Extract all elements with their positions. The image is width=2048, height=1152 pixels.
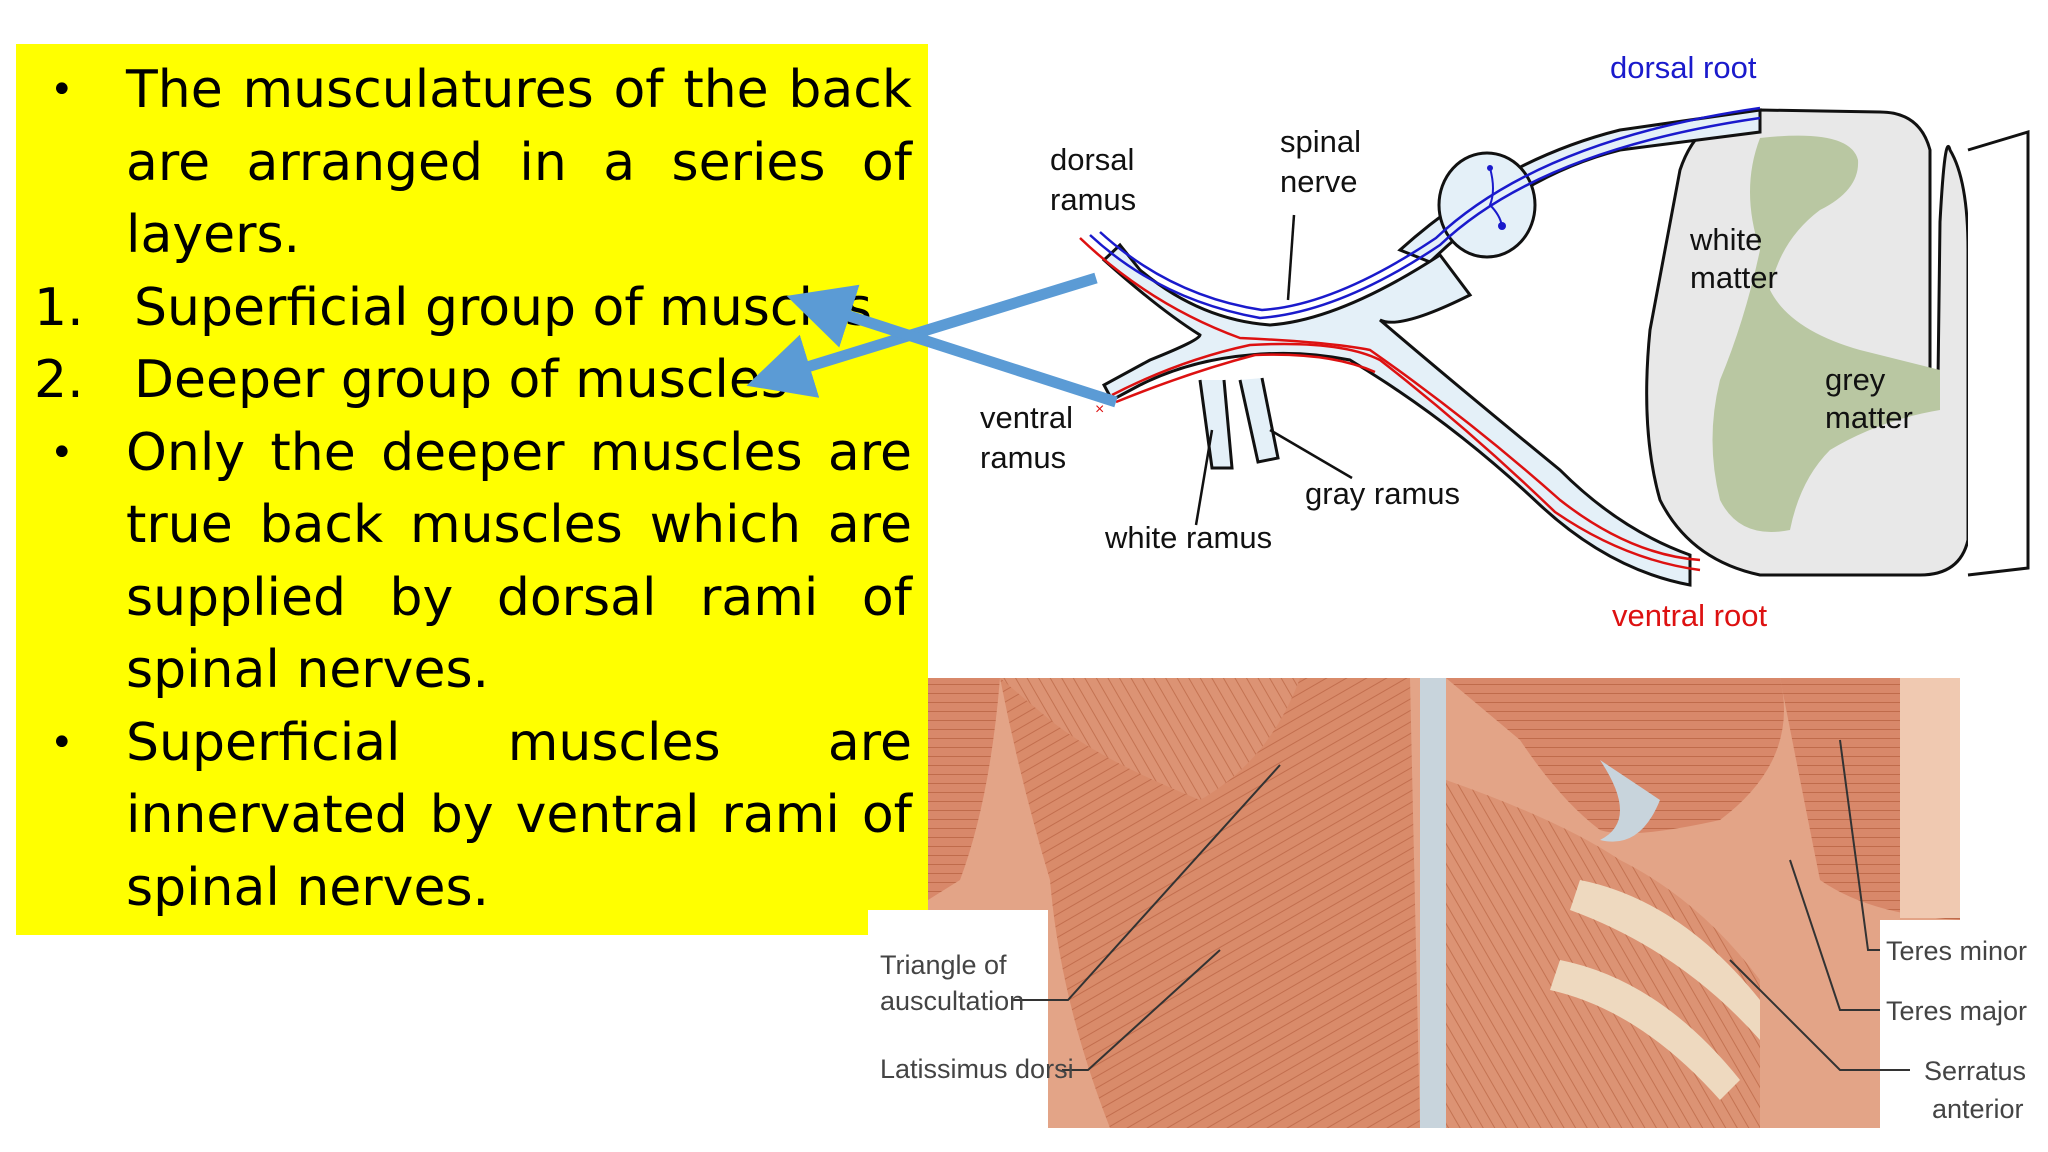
dorsal-root-label: dorsal root [1610, 50, 1757, 85]
teres-minor-leader [1839, 739, 1880, 951]
dorsal-fiber-1 [1089, 116, 1761, 320]
teres-major-label: Teres major [1886, 996, 2027, 1026]
serratus-anterior-label-line1: Serratus [1924, 1056, 2026, 1086]
spinal-nerve-diagram: × dorsal root spinal nerve dorsal ramus … [980, 50, 2030, 633]
white-matter-label-line2: matter [1690, 260, 1778, 295]
right-arm-skin [1900, 678, 1960, 918]
teres-major-leader [1789, 859, 1880, 1011]
paragraph-text: Superficial muscles are innervated by ve… [126, 712, 912, 918]
triangle-of-auscultation-label-line2: auscultation [880, 986, 1024, 1016]
number-marker: 2. [34, 350, 84, 410]
left-latissimus [1000, 678, 1420, 1128]
left-arm-muscle [928, 678, 1000, 900]
muscle-label-backdrop [868, 910, 1048, 1128]
spinal-nerve-label-line2: nerve [1280, 164, 1358, 199]
paragraph-text: Only the deeper muscles are true back mu… [126, 422, 912, 701]
serratus-leader [1729, 959, 1910, 1071]
gray-ramus-label: gray ramus [1305, 476, 1460, 511]
bullet-paragraph-1: • The musculatures of the back are arran… [34, 54, 912, 272]
number-marker: 1. [34, 277, 84, 338]
spinal-nerve-label-line1: spinal [1280, 124, 1361, 159]
left-trapezius [1000, 678, 1300, 800]
white-matter-label-line1: white [1689, 222, 1762, 257]
bullet-paragraph-3: • Superficial muscles are innervated by … [34, 707, 912, 925]
grey-matter-label-line2: matter [1825, 400, 1913, 435]
paragraph-text: Superficial group of muscles [134, 277, 873, 338]
ganglion-cell-connector [1488, 167, 1503, 227]
ventral-ramus-label-line2: ramus [980, 440, 1066, 475]
bullet-marker: • [50, 429, 74, 476]
paragraph-text: Deeper group of muscles [134, 350, 788, 410]
bullet-marker: • [50, 67, 74, 113]
spine-midline [1420, 678, 1446, 1128]
ventral-ramus-label-line1: ventral [980, 400, 1073, 435]
dorsal-root-ganglion [1437, 151, 1537, 259]
triangle-of-auscultation-label-line1: Triangle of [880, 950, 1007, 980]
gray-ramus-leader [1269, 428, 1353, 480]
dorsal-ramus-label-line2: ramus [1050, 182, 1136, 217]
bullet-paragraph-2: • Only the deeper muscles are true back … [34, 417, 912, 707]
latissimus-dorsi-label: Latissimus dorsi [880, 1054, 1074, 1084]
teres-minor-label: Teres minor [1886, 936, 2027, 966]
bullet-marker: • [50, 719, 74, 766]
right-trapezius [1446, 678, 1784, 834]
neck-tendon [1600, 760, 1660, 842]
back-muscles-illustration: Triangle of auscultation Latissimus dors… [868, 678, 2040, 1128]
white-ramus-leader [1194, 429, 1214, 526]
ventral-fiber-1 [1079, 237, 1701, 562]
ventral-fiber-3 [1115, 353, 1376, 404]
grey-matter-label-line1: grey [1825, 362, 1886, 397]
serratus-anterior-label-line2: anterior [1932, 1094, 2024, 1124]
latissimus-leader [1062, 949, 1221, 1071]
ventral-fiber-2 [1111, 342, 1701, 572]
gray-ramus-stub [1238, 377, 1280, 464]
numbered-item-1: 1. Superficial group of muscles [34, 272, 912, 345]
text-box: • The musculatures of the back are arran… [16, 44, 928, 935]
muscle-label-backdrop-right2 [1880, 920, 2040, 1128]
triangle-leader [1012, 764, 1281, 1001]
white-ramus-stub [1198, 379, 1234, 470]
spinal-cord-right-notch [1967, 129, 2030, 577]
spinal-nerve-leader [1286, 214, 1296, 301]
dorsal-ramus-label-line1: dorsal [1050, 142, 1134, 177]
white-ramus-label: white ramus [1104, 520, 1272, 555]
numbered-item-2: 2. Deeper group of muscles [34, 344, 912, 417]
ventral-root-label: ventral root [1612, 598, 1767, 633]
cross-mark: × [1095, 401, 1104, 418]
paragraph-text: The musculatures of the back are arrange… [126, 60, 912, 265]
right-serratus-bands [1550, 880, 1760, 1100]
grey-matter-shape [1712, 135, 1940, 532]
dorsal-fiber-2 [1099, 106, 1761, 312]
